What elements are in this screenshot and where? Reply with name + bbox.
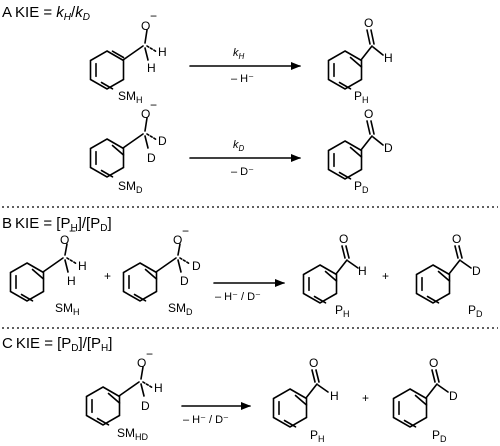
svg-text:O: O: [364, 16, 373, 30]
b-p-h-structure: O H: [302, 232, 367, 304]
b-sm-h-structure: O − H H: [9, 224, 87, 302]
svg-text:D: D: [472, 264, 481, 278]
svg-text:H: H: [358, 264, 367, 278]
svg-text:D: D: [192, 259, 201, 273]
arrow-c: – H⁻ / D⁻: [181, 402, 251, 426]
svg-text:– H⁻: – H⁻: [231, 73, 254, 85]
svg-text:O: O: [141, 107, 150, 121]
svg-text:−: −: [69, 224, 76, 238]
sm-d-label: SMD: [118, 179, 143, 195]
svg-text:O: O: [137, 356, 146, 370]
p-h-label: PH: [354, 89, 369, 105]
svg-text:D: D: [180, 274, 189, 288]
b-p-d-structure: O D: [415, 232, 481, 304]
svg-text:H: H: [78, 259, 87, 273]
c-p-h-structure: O H: [272, 356, 339, 428]
arrow-b: – H⁻ / D⁻: [213, 279, 285, 303]
svg-text:D: D: [384, 141, 393, 155]
svg-text:O: O: [173, 233, 182, 247]
p-h-structure: O H: [327, 16, 393, 90]
svg-text:H: H: [158, 45, 167, 59]
svg-text:kH: kH: [233, 47, 245, 61]
svg-text:– H⁻ / D⁻: – H⁻ / D⁻: [215, 291, 261, 303]
svg-text:– D⁻: – D⁻: [231, 166, 254, 178]
p-d-structure: O D: [327, 107, 393, 180]
svg-text:kD: kD: [233, 139, 245, 153]
p-d-label: PD: [354, 179, 369, 195]
svg-text:O: O: [452, 232, 461, 246]
arrow-a2: kD – D⁻: [189, 139, 301, 178]
svg-text:H: H: [330, 389, 339, 403]
svg-text:H: H: [154, 381, 163, 395]
b-plus-2: +: [382, 269, 389, 283]
svg-text:D: D: [449, 389, 458, 403]
svg-text:O: O: [364, 107, 373, 121]
svg-text:O: O: [339, 232, 348, 246]
c-p-d-structure: O D: [392, 356, 458, 428]
c-p-h-label: PH: [310, 428, 325, 444]
b-plus-1: +: [104, 269, 111, 283]
svg-text:−: −: [146, 347, 153, 361]
c-p-d-label: PD: [432, 428, 447, 444]
svg-text:H: H: [384, 51, 393, 65]
c-sm-hd-label: SMHD: [117, 426, 148, 442]
c-sm-hd-structure: O − H D: [85, 347, 163, 426]
svg-text:D: D: [141, 399, 150, 413]
svg-text:H: H: [67, 274, 76, 288]
svg-text:O: O: [429, 356, 438, 370]
svg-text:O: O: [60, 233, 69, 247]
b-p-h-label: PH: [335, 303, 350, 319]
svg-text:−: −: [150, 98, 157, 112]
c-plus: +: [362, 391, 369, 405]
svg-text:D: D: [147, 151, 156, 165]
b-sm-d-label: SMD: [168, 301, 193, 317]
svg-text:H: H: [147, 61, 156, 75]
svg-text:O: O: [141, 19, 150, 33]
svg-text:O: O: [309, 356, 318, 370]
arrow-a1: kH – H⁻: [189, 47, 301, 85]
sm-d-structure: O − D D: [89, 98, 167, 178]
svg-text:D: D: [158, 134, 167, 148]
sm-h-label: SMH: [118, 89, 143, 105]
svg-text:– H⁻ / D⁻: – H⁻ / D⁻: [183, 414, 229, 426]
sm-h-structure: O − H H: [89, 9, 167, 90]
b-sm-h-label: SMH: [55, 301, 80, 317]
b-sm-d-structure: O − D D: [122, 224, 201, 302]
svg-text:−: −: [150, 9, 157, 23]
b-p-d-label: PD: [468, 303, 483, 319]
svg-text:−: −: [182, 224, 189, 238]
